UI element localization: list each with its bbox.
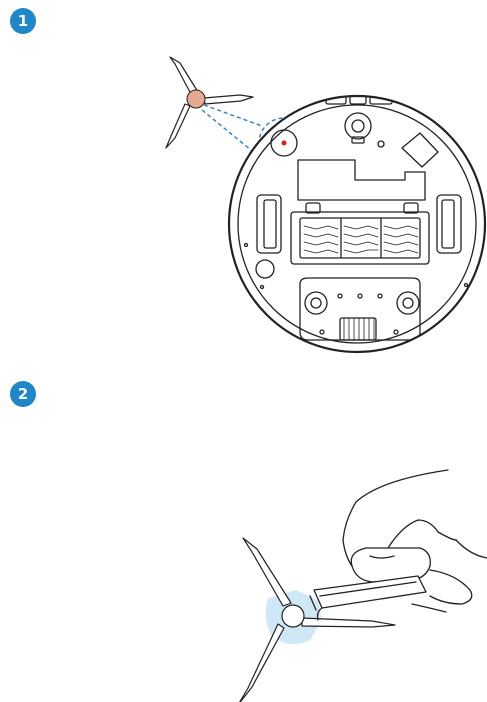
brush-arm-right bbox=[204, 95, 253, 104]
screw-dot bbox=[282, 141, 287, 146]
brush-hub-in-hand bbox=[282, 605, 304, 627]
robot-body-outline bbox=[229, 96, 485, 352]
brush-hub bbox=[187, 90, 205, 108]
hand-with-screwdriver bbox=[310, 470, 487, 620]
side-brush-detached bbox=[166, 57, 253, 148]
brush-arm-lower-left bbox=[238, 624, 284, 702]
robot-underside bbox=[229, 94, 485, 352]
brush-arm-right-long bbox=[302, 618, 395, 627]
brush-arm-upper bbox=[170, 57, 198, 94]
brush-arm-upper-left bbox=[243, 538, 291, 606]
brush-arm-lower bbox=[166, 104, 190, 148]
